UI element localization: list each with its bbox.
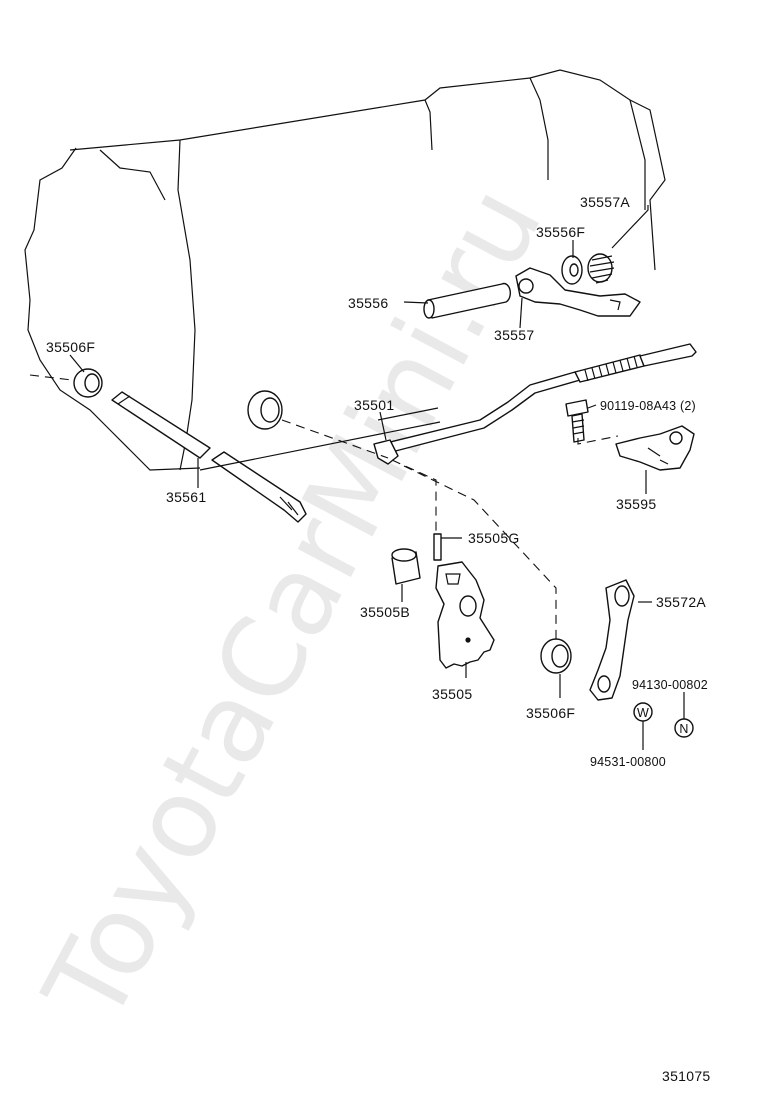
label-90119: 90119-08A43 (2): [600, 399, 696, 413]
assembly-dashed-lines: [29, 374, 619, 640]
transmission-housing: [24, 69, 666, 471]
label-35595: 35595: [616, 496, 656, 512]
label-35557: 35557: [494, 327, 534, 343]
washer-symbol: W: [633, 702, 653, 722]
part-90119-bolt: [565, 399, 589, 443]
label-35505: 35505: [432, 686, 472, 702]
part-35505B-bushing: [391, 548, 421, 585]
label-35556: 35556: [348, 295, 388, 311]
part-35561-shaft: [111, 391, 307, 523]
part-35505G-pin: [433, 533, 442, 561]
part-35506F-seal-bottom: [540, 638, 572, 674]
symbol-w-text: W: [637, 706, 649, 720]
part-35572A-lever: [589, 579, 635, 701]
label-35557A: 35557A: [580, 194, 630, 210]
part-labels: 35557A 35556F 35556 35557 35506F 35501 9…: [46, 194, 711, 1084]
label-94130: 94130-00802: [632, 678, 708, 692]
label-35505B: 35505B: [360, 604, 410, 620]
label-35572A: 35572A: [656, 594, 706, 610]
part-35556F-washer: [561, 255, 583, 285]
part-35505-detent-lever: [435, 561, 495, 669]
part-35557-lever: [515, 267, 641, 317]
label-35506F-bottom: 35506F: [526, 705, 575, 721]
part-35557A-spring: [587, 253, 615, 284]
label-94531: 94531-00800: [590, 755, 666, 769]
nut-symbol: N: [674, 718, 694, 738]
part-35556-shaft: [423, 282, 512, 319]
leader-lines: [69, 205, 685, 750]
label-35561: 35561: [166, 489, 206, 505]
label-35556F: 35556F: [536, 224, 585, 240]
symbol-n-text: N: [679, 722, 688, 736]
label-35501: 35501: [354, 397, 394, 413]
part-35595-bracket: [615, 425, 695, 471]
part-35506F-seal-left: [73, 368, 103, 398]
part-35501-rod: [373, 343, 697, 465]
label-35506F-left: 35506F: [46, 339, 95, 355]
diagram-id: 351075: [662, 1068, 711, 1084]
label-35505G: 35505G: [468, 530, 520, 546]
part-35506F-seal-mid: [247, 390, 283, 430]
